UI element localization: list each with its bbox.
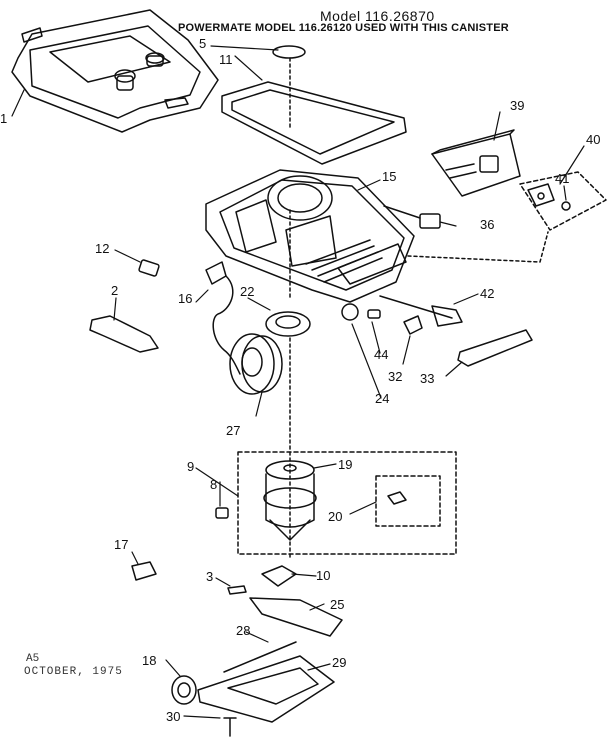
filter-disc [272,45,306,59]
latch-32 [403,315,423,335]
canister-body [205,169,415,303]
callout-18: 18 [142,653,157,668]
callout-1: 1 [0,111,8,126]
power-cord [205,261,241,375]
callout-2: 2 [111,283,119,298]
callout-19: 19 [338,457,353,472]
switch-assembly-box [519,171,607,231]
callout-40: 40 [586,132,601,147]
callout-12: 12 [95,241,110,256]
callout-41: 41 [555,171,570,186]
callout-39: 39 [510,98,525,113]
canister-lid [11,9,219,133]
cord-reel [229,333,283,395]
callout-10: 10 [316,568,331,583]
footer-code: A5 [26,653,40,665]
rod-28 [223,641,297,673]
leader-lines [11,45,585,719]
callout-17: 17 [114,537,129,552]
callout-36: 36 [480,217,495,232]
caster-18 [171,675,197,705]
bracket [89,315,159,353]
motor-assembly-box [237,451,457,555]
part-3 [227,585,247,595]
cord-connector [383,205,441,229]
powermate-note: POWERMATE MODEL 116.26120 USED WITH THIS… [178,22,509,34]
callout-16: 16 [178,291,193,306]
callout-11: 11 [219,52,233,67]
callout-44: 44 [374,347,389,362]
callout-9: 9 [187,459,195,474]
callout-22: 22 [240,284,255,299]
callout-27: 27 [226,423,241,438]
callout-28: 28 [236,623,251,638]
handle-33 [457,329,533,367]
callout-25: 25 [330,597,345,612]
callout-30: 30 [166,709,181,724]
callout-32: 32 [388,369,403,384]
callout-8: 8 [210,477,218,492]
callout-15: 15 [382,169,397,184]
model-number: Model 116.26870 [320,8,435,24]
wheel-24 [341,303,359,321]
filter-holder [431,129,521,197]
callout-5: 5 [199,36,207,51]
leader-switch [407,231,549,263]
callout-33: 33 [420,371,435,386]
baseplate-25 [249,597,343,637]
motor-bearing-ring [265,311,311,337]
bumper [138,259,160,277]
carbon-brush [215,507,229,519]
callout-24: 24 [375,391,390,406]
callout-20: 20 [328,509,343,524]
fan-10 [261,565,297,587]
footer-date: OCTOBER, 1975 [24,666,123,678]
callout-3: 3 [206,569,214,584]
clip-44 [367,309,381,319]
screw-30 [223,717,237,737]
bottom-plate-29 [197,655,335,723]
switch-17 [131,561,157,581]
switch-42 [379,295,463,327]
callout-29: 29 [332,655,347,670]
callout-42: 42 [480,286,495,301]
lid-gasket [221,81,407,165]
